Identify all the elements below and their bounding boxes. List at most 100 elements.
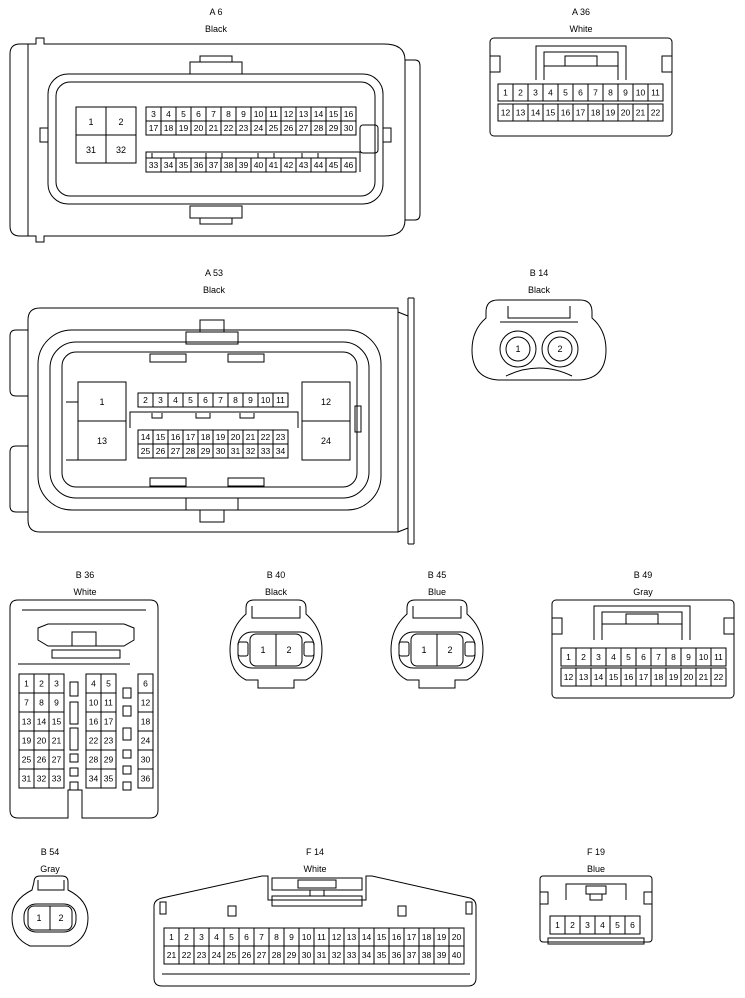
- pin-label: 10: [254, 109, 264, 119]
- pin-label: 15: [609, 672, 619, 682]
- pin-label: 24: [254, 123, 264, 133]
- pin-label: 20: [194, 123, 204, 133]
- pin-label: 21: [209, 123, 219, 133]
- connector-b40-pins: 1 2: [260, 645, 291, 655]
- pin-cell: [340, 157, 357, 173]
- pin-label: 7: [211, 109, 216, 119]
- connector-color-label: Blue: [587, 864, 605, 874]
- connector-code-label: B 49: [634, 570, 653, 580]
- connector-b40-housing: [229, 599, 323, 689]
- pin-label: 8: [274, 932, 279, 942]
- pin-label: 26: [242, 950, 252, 960]
- pin-label: 30: [302, 950, 312, 960]
- pin-label: 5: [615, 920, 620, 930]
- pin-cell: [710, 667, 727, 687]
- pin-label: 9: [54, 698, 59, 708]
- pin-label: 8: [39, 698, 44, 708]
- pin-socket: [547, 336, 573, 362]
- pin-label: 19: [606, 108, 616, 118]
- pin-label: 21: [52, 736, 62, 746]
- pin-label: 19: [216, 432, 226, 442]
- pin-label: 21: [636, 108, 646, 118]
- pin-label: 13: [22, 717, 32, 727]
- pin-label: 2: [184, 932, 189, 942]
- pin-label: 13: [299, 109, 309, 119]
- pin-label: 12: [321, 397, 331, 407]
- pin-cell: [69, 781, 79, 791]
- connector-b54-housing: [11, 875, 89, 947]
- pin-label: 37: [407, 950, 417, 960]
- pin-label: 15: [546, 108, 556, 118]
- pin-label: 27: [257, 950, 267, 960]
- pin-label: 11: [714, 652, 723, 662]
- pin-label: 7: [24, 698, 29, 708]
- connector-code-label: B 54: [41, 847, 60, 857]
- pin-label: 6: [203, 395, 208, 405]
- connector-code-label: A 6: [209, 7, 222, 17]
- pin-label: 8: [226, 109, 231, 119]
- pin-label: 14: [37, 717, 47, 727]
- pin-cell: [272, 392, 289, 408]
- pin-cell: [624, 915, 641, 935]
- pin-label: 3: [585, 920, 590, 930]
- pin-label: 17: [407, 932, 417, 942]
- pin-cell: [340, 120, 357, 136]
- pin-socket: [499, 330, 537, 368]
- connector-color-label: Black: [205, 24, 228, 34]
- pin-label: 27: [52, 755, 62, 765]
- connector-color-label: Gray: [633, 587, 653, 597]
- pin-label: 4: [91, 679, 96, 689]
- pin-socket: [505, 336, 531, 362]
- pin-label: 17: [639, 672, 649, 682]
- connector-color-label: Gray: [40, 864, 60, 874]
- pin-label: 6: [244, 932, 249, 942]
- pin-label: 1: [555, 920, 560, 930]
- pin-label: 12: [141, 698, 151, 708]
- pin-label: 34: [89, 774, 99, 784]
- pin-label: 13: [516, 108, 526, 118]
- connector-code-label: A 53: [205, 268, 223, 278]
- pin-label: 1: [566, 652, 571, 662]
- pin-label: 3: [199, 932, 204, 942]
- pin-label: 43: [299, 160, 309, 170]
- connector-code-label: B 45: [428, 570, 447, 580]
- pin-cell: [69, 727, 79, 751]
- pin-label: 8: [233, 395, 238, 405]
- pin-label: 13: [579, 672, 589, 682]
- pin-label: 39: [239, 160, 249, 170]
- pin-label: 37: [209, 160, 219, 170]
- pin-label: 10: [261, 395, 271, 405]
- connector-b45-housing: [390, 599, 484, 689]
- pin-label: 20: [452, 932, 462, 942]
- pin-label: 22: [261, 432, 271, 442]
- pin-socket: [541, 330, 579, 368]
- pin-label: 7: [593, 88, 598, 98]
- pin-cell: [48, 768, 65, 789]
- pin-label: 15: [156, 432, 166, 442]
- pin-label: 22: [651, 108, 661, 118]
- pin-label: 21: [167, 950, 177, 960]
- pin-label: 39: [437, 950, 447, 960]
- pin-label: 4: [166, 109, 171, 119]
- pin-label: 1: [421, 645, 426, 655]
- connector-a53-pin-grid: 1 13 12 24: [97, 397, 331, 446]
- connector-color-label: Black: [528, 285, 551, 295]
- pin-label: 14: [531, 108, 541, 118]
- connector-a6: A 6 Black 1 2 31: [9, 7, 421, 243]
- connector-b14-pins: 1 2: [499, 330, 579, 368]
- pin-label: 3: [596, 652, 601, 662]
- pin-label: 7: [218, 395, 223, 405]
- pin-label: 40: [452, 950, 462, 960]
- pin-label: 34: [362, 950, 372, 960]
- connector-b54: B 54 Gray 1 2: [11, 847, 89, 947]
- pin-label: 34: [164, 160, 174, 170]
- pin-label: 5: [181, 109, 186, 119]
- pin-label: 9: [623, 88, 628, 98]
- pin-label: 11: [276, 395, 285, 405]
- pin-label: 9: [241, 109, 246, 119]
